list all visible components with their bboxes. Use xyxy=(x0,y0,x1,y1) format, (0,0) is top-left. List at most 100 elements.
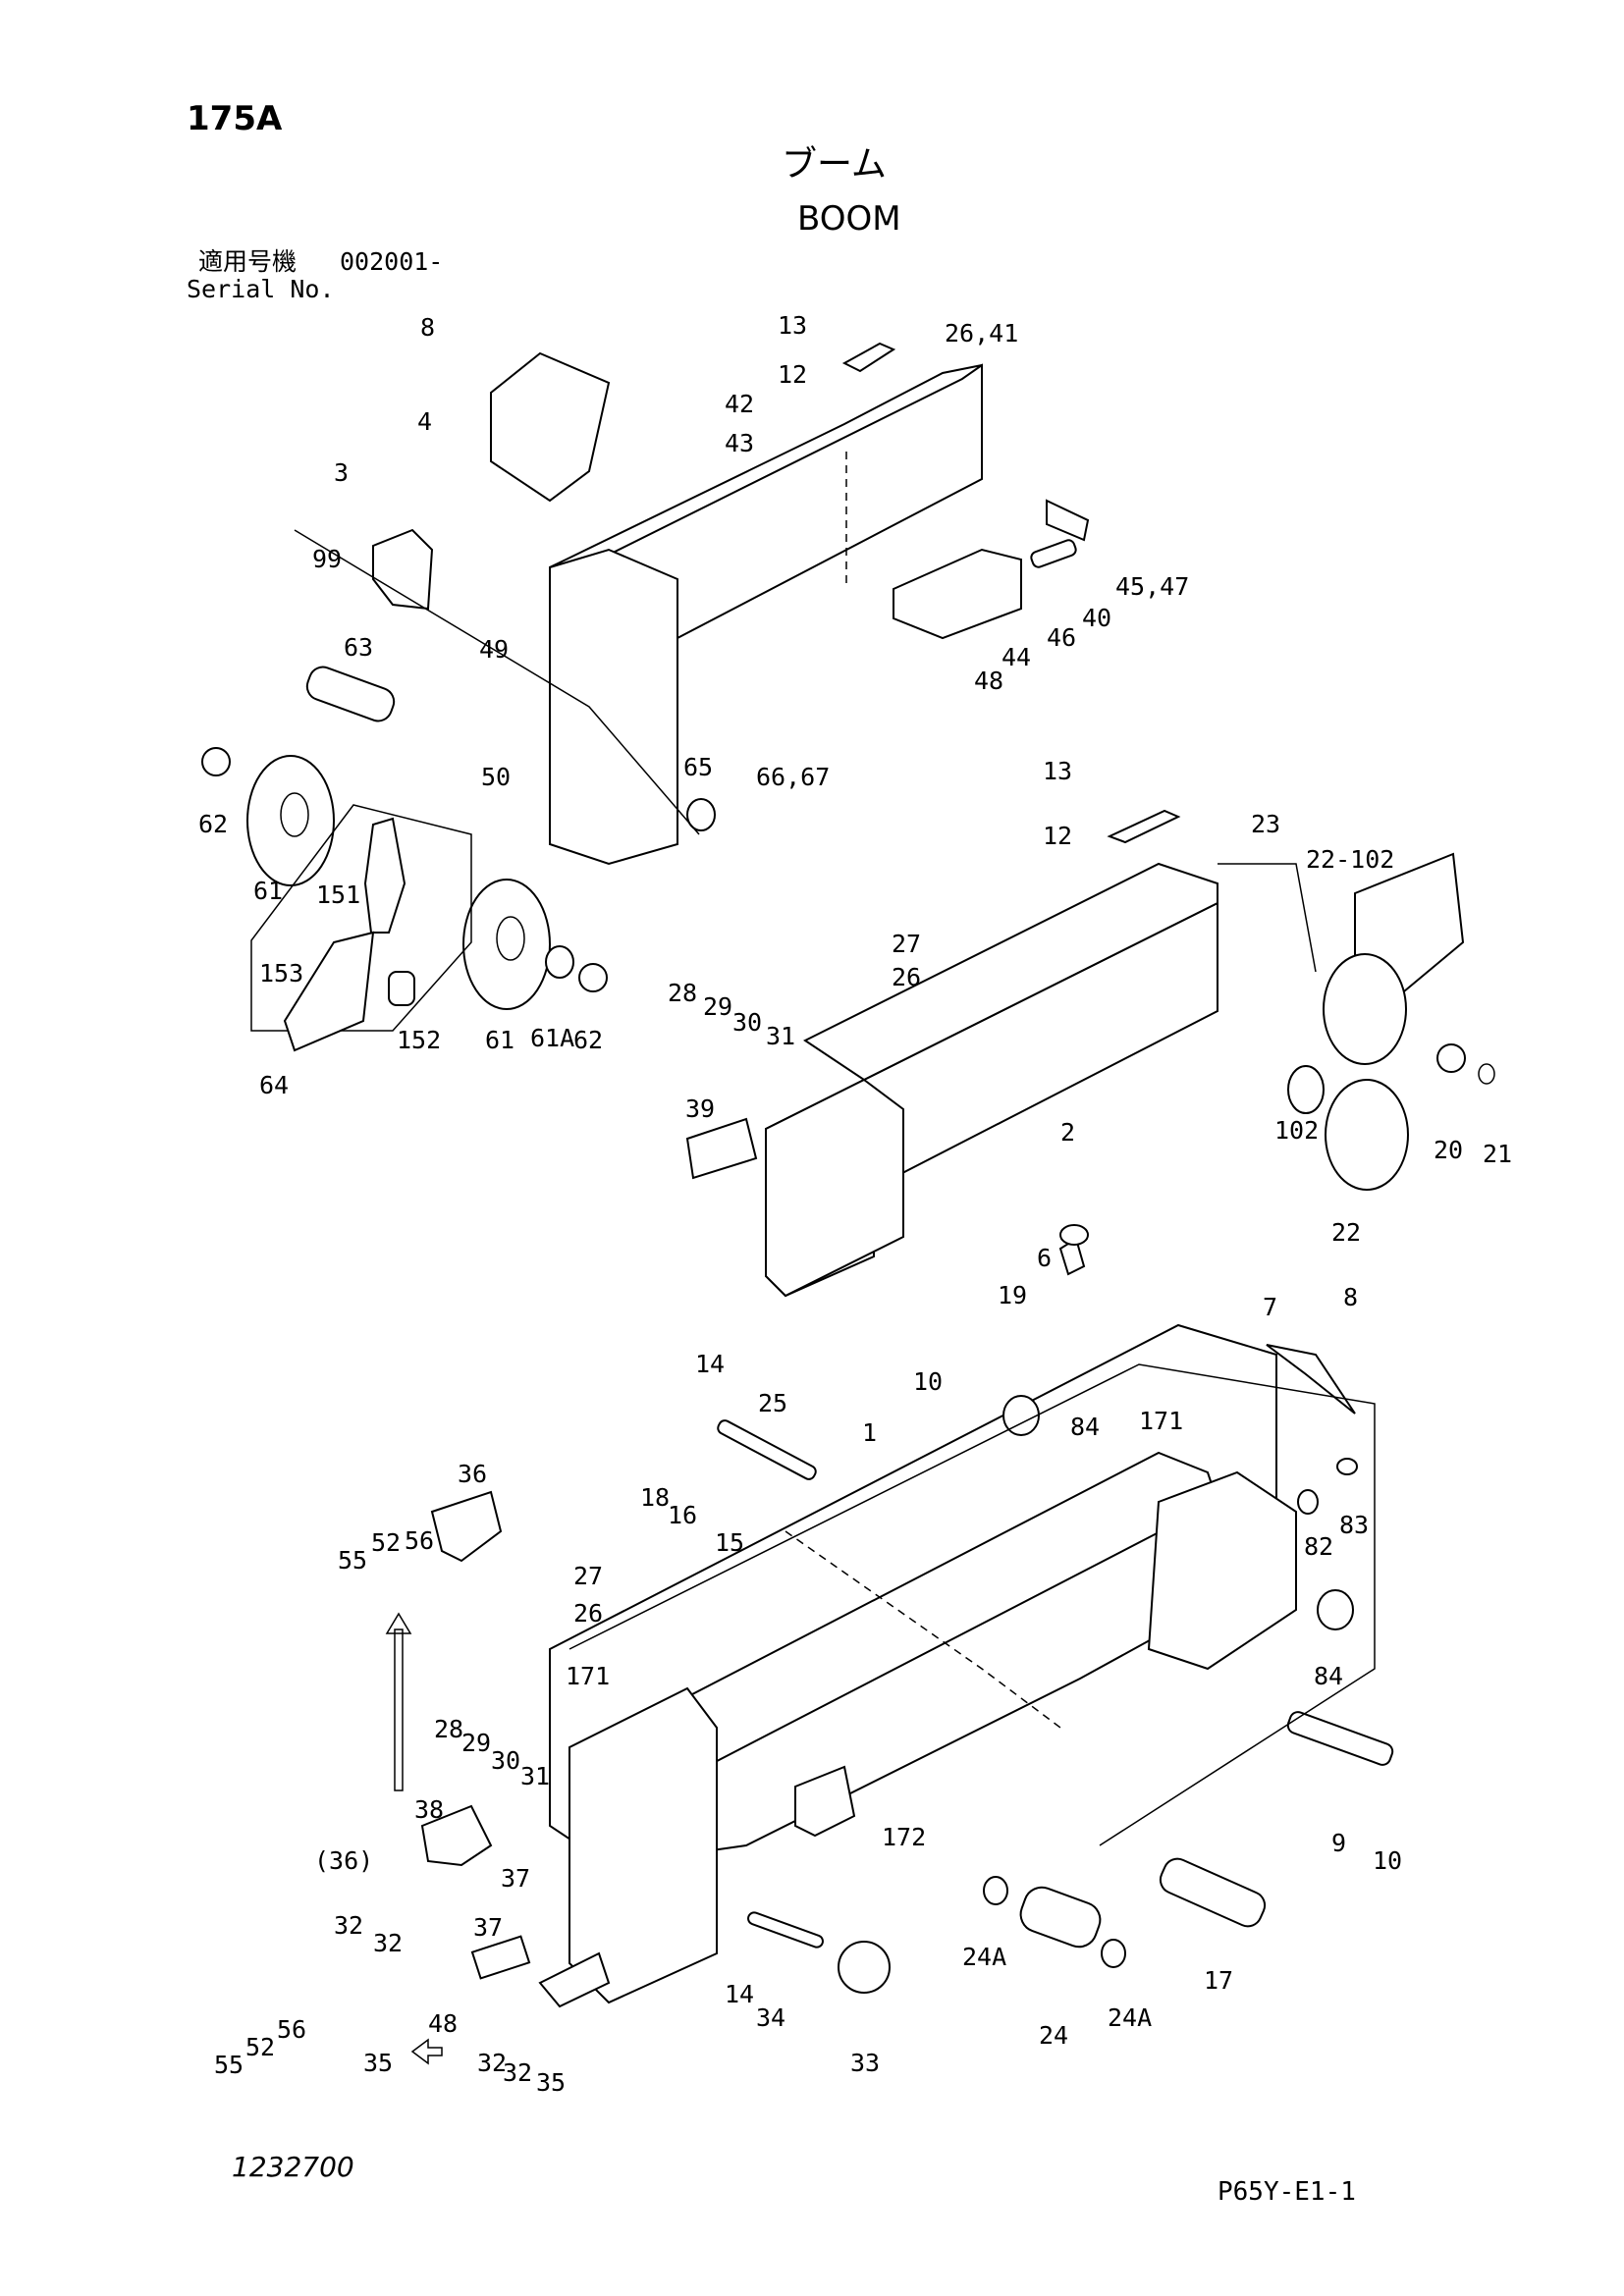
callout-label: 52 xyxy=(245,2033,275,2061)
callout-label: 65 xyxy=(683,753,713,781)
pin-9 xyxy=(1286,1711,1394,1766)
callout-label: 29 xyxy=(703,992,732,1021)
collar-65 xyxy=(686,798,716,831)
callout-label: 49 xyxy=(479,635,509,664)
arrow-up-shaft xyxy=(394,1629,404,1791)
callout-label: 27 xyxy=(573,1562,603,1590)
callout-label: 1 xyxy=(862,1418,877,1447)
callout-label: 17 xyxy=(1204,1966,1233,1995)
callout-label: 12 xyxy=(1043,822,1072,850)
callout-label: 37 xyxy=(501,1864,530,1893)
pad-39 xyxy=(685,1117,758,1180)
callout-label: 24A xyxy=(962,1943,1006,1971)
ring-21 xyxy=(1478,1063,1495,1085)
serial-label-japanese: 適用号機 xyxy=(198,247,298,276)
callout-label: 153 xyxy=(259,959,303,988)
sheave-61-right xyxy=(462,879,551,1010)
callout-label: 14 xyxy=(695,1350,725,1378)
callout-label: 48 xyxy=(428,2009,458,2038)
callout-label: 43 xyxy=(725,429,754,457)
latch-153 xyxy=(283,931,375,1052)
frame-line-middle xyxy=(1218,863,1317,973)
callout-label: 62 xyxy=(573,1026,603,1054)
callout-label: 84 xyxy=(1070,1413,1100,1441)
callout-label: 7 xyxy=(1263,1293,1277,1321)
callout-label: 35 xyxy=(363,2049,393,2077)
middle-boom-end-frame xyxy=(765,1078,904,1298)
serial-label-english: Serial No. xyxy=(187,275,335,303)
callout-label: 50 xyxy=(481,763,511,791)
callout-label: 4 xyxy=(417,407,432,436)
pin-152 xyxy=(388,971,415,1006)
pin-34 xyxy=(747,1911,824,1949)
callout-label: 102 xyxy=(1274,1116,1319,1145)
sheet-7 xyxy=(1266,1344,1356,1415)
callout-label: 33 xyxy=(850,2049,880,2077)
middle-boom-top-plate xyxy=(803,862,1218,1082)
sheave-61-left-hub xyxy=(280,792,309,837)
grease-fitting-82 xyxy=(1297,1489,1319,1515)
cap-83 xyxy=(1336,1458,1358,1475)
sheave-22-102-upper xyxy=(1323,953,1407,1065)
callout-label: 64 xyxy=(259,1071,289,1099)
callout-label: 84 xyxy=(1314,1662,1343,1690)
callout-label: 12 xyxy=(778,360,807,389)
bushing-84-upper xyxy=(1002,1395,1040,1436)
pin-63 xyxy=(305,666,396,722)
callout-label: 16 xyxy=(668,1501,697,1529)
diagram-geometry xyxy=(201,342,1495,2065)
callout-label: 83 xyxy=(1339,1511,1369,1539)
callout-label: 56 xyxy=(405,1526,434,1555)
callout-label: 32 xyxy=(373,1929,403,1957)
callout-label: 35 xyxy=(536,2068,566,2097)
callout-label: 32 xyxy=(503,2058,532,2087)
callout-label: 55 xyxy=(214,2051,244,2079)
arrow-up-head xyxy=(385,1612,412,1634)
callout-label: 10 xyxy=(1373,1846,1402,1875)
serial-value: 002001- xyxy=(340,247,444,276)
slide-block-35 xyxy=(538,1951,611,2008)
callout-label: 3 xyxy=(334,458,349,487)
callout-label: 32 xyxy=(477,2049,507,2077)
spacer-62-right xyxy=(578,963,608,992)
callout-label: 152 xyxy=(397,1026,441,1054)
pin-46 xyxy=(1030,539,1077,568)
callout-label: 36 xyxy=(458,1460,487,1488)
callout-label: 44 xyxy=(1001,643,1031,671)
base-boom-end-frame xyxy=(568,1686,718,2004)
callout-label: 82 xyxy=(1304,1532,1333,1561)
callout-label: 25 xyxy=(758,1389,787,1417)
callout-label: 31 xyxy=(766,1022,795,1050)
upper-boom-end-plate xyxy=(549,548,678,866)
dashed-line-lower xyxy=(785,1530,1061,1729)
ring-102 xyxy=(1287,1065,1325,1114)
callout-label: 26,41 xyxy=(945,319,1018,347)
pad-12-top xyxy=(841,342,896,373)
callout-label: 23 xyxy=(1251,810,1280,838)
callout-label: 56 xyxy=(277,2015,306,2044)
bracket-172 xyxy=(794,1765,856,1838)
callout-label: 22 xyxy=(1331,1218,1361,1247)
callout-label: 66,67 xyxy=(756,763,830,791)
callout-label: 8 xyxy=(420,313,435,342)
callout-label: 15 xyxy=(715,1528,744,1557)
callout-label: 62 xyxy=(198,810,228,838)
callout-label: 31 xyxy=(520,1762,550,1790)
callout-label: 151 xyxy=(316,881,360,909)
sheave-61-left xyxy=(246,755,335,886)
callout-label: 52 xyxy=(371,1528,401,1557)
callout-label: 99 xyxy=(312,545,342,573)
title-english: BOOM xyxy=(797,199,901,239)
slide-block-38 xyxy=(420,1804,493,1867)
spacer-62-left xyxy=(201,747,231,776)
arrow-left xyxy=(410,2038,443,2065)
cap-6 xyxy=(1059,1224,1089,1246)
page-number: 175A xyxy=(187,99,283,138)
callout-label: 171 xyxy=(566,1662,610,1690)
spacer-24A-right xyxy=(1101,1939,1126,1968)
callout-label: 61A xyxy=(530,1024,574,1052)
callout-label: 172 xyxy=(882,1823,926,1851)
callout-label: 34 xyxy=(756,2003,785,2032)
